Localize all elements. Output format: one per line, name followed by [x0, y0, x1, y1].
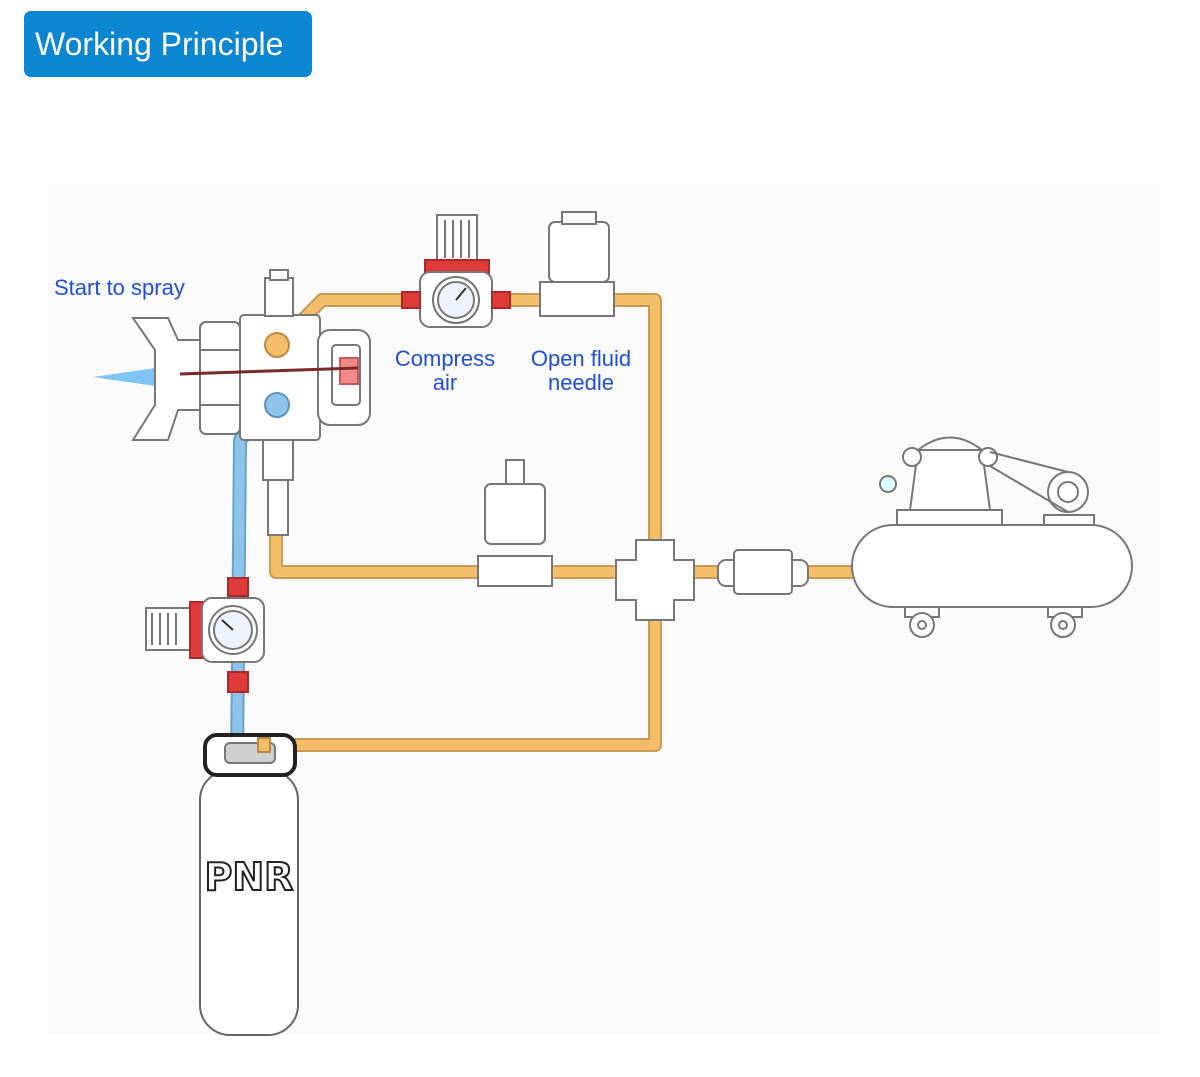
tank-body [199, 769, 299, 1036]
fluid-regulator [145, 577, 265, 693]
gun-needle-indicator [339, 357, 359, 385]
solenoid-coil-top [548, 221, 610, 283]
compressor-tank [851, 524, 1133, 608]
solenoid-base-middle [477, 555, 553, 587]
air-filter [717, 549, 809, 595]
solenoid-valve-top [539, 211, 615, 317]
compressor-gauge [879, 475, 897, 493]
tank-brand-label: PNR [205, 855, 294, 899]
spray-gun [93, 269, 371, 536]
solenoid-valve-middle [477, 459, 553, 587]
label-start-to-spray: Start to spray [54, 275, 185, 300]
gun-nozzle-nut [199, 321, 241, 435]
air-compressor [851, 436, 1133, 638]
gun-fluid-inlet [264, 392, 290, 418]
gun-air-cap [131, 317, 201, 441]
solenoid-base-top [539, 281, 615, 317]
gun-needle [179, 366, 359, 376]
page-title: Working Principle [24, 11, 312, 77]
gun-bottom-fitting [262, 439, 294, 481]
cross-fitting [615, 539, 695, 621]
spray-jet [93, 368, 155, 386]
label-open-fluid-needle: Open fluid needle [530, 346, 632, 395]
solenoid-coil-middle [484, 483, 546, 545]
gun-top-valve [264, 277, 294, 317]
gun-air-inlet [264, 332, 290, 358]
regulator-knob-top [436, 214, 478, 264]
compressor-pump [908, 449, 992, 511]
label-compress-air: Compress air [394, 346, 496, 395]
pressure-tank: PNR [199, 733, 299, 1036]
air-regulator-top [401, 214, 511, 328]
page-title-text: Working Principle [35, 25, 284, 62]
